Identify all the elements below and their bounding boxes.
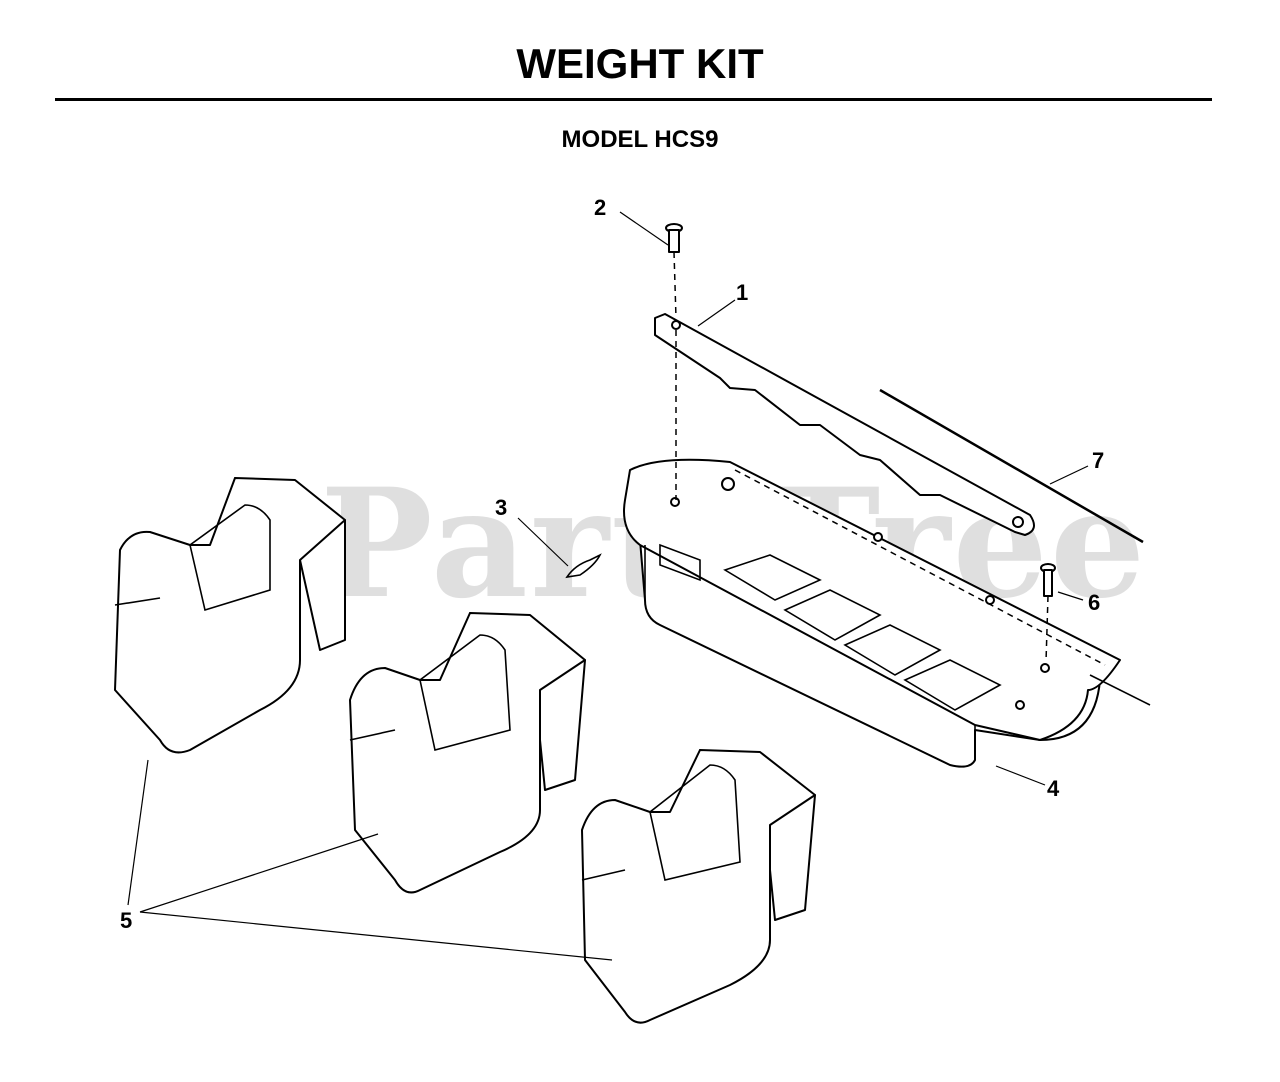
model-subtitle: MODEL HCS9 xyxy=(561,126,719,153)
assembly-line-bolt xyxy=(1045,595,1049,663)
part-2-clevis-pin[interactable] xyxy=(665,223,683,253)
title-divider xyxy=(55,98,1212,101)
page-title: WEIGHT KIT xyxy=(516,40,764,87)
callout-4: 4 xyxy=(1047,776,1060,801)
part-5-weight-left[interactable] xyxy=(114,477,346,754)
part-1-bar[interactable] xyxy=(654,313,1035,536)
part-6-bolt[interactable] xyxy=(1040,563,1056,597)
part-3-hairpin-clip[interactable] xyxy=(565,553,602,579)
part-5-weight-right[interactable] xyxy=(581,749,816,1024)
callout-1: 1 xyxy=(736,280,748,305)
callout-5: 5 xyxy=(120,908,132,933)
part-5-weight-middle[interactable] xyxy=(349,612,586,894)
part-4-weight-bracket[interactable] xyxy=(623,458,1151,768)
assembly-line-pin xyxy=(673,251,677,319)
part-7-rod[interactable] xyxy=(879,388,1144,544)
callout-7: 7 xyxy=(1092,448,1104,473)
callout-3: 3 xyxy=(495,495,507,520)
callout-2: 2 xyxy=(594,195,606,220)
callout-6: 6 xyxy=(1088,590,1100,615)
